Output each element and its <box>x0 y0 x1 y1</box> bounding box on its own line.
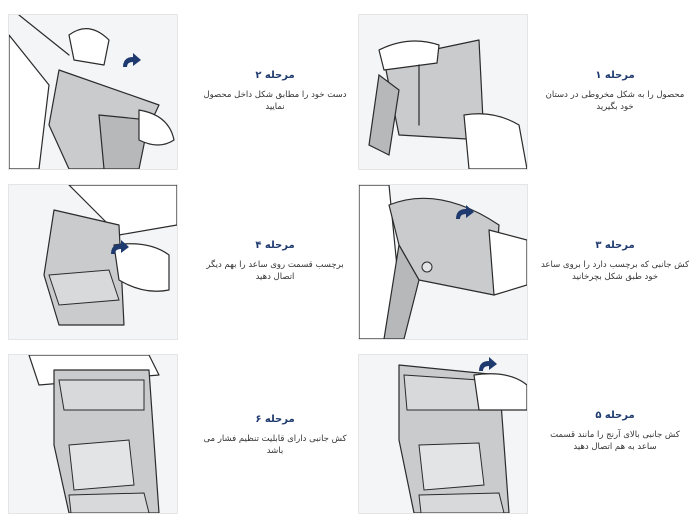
rotate-arrow-icon <box>456 205 474 219</box>
step-3-title: مرحله ۳ <box>595 240 635 251</box>
rotate-arrow-icon <box>479 357 497 371</box>
step-6-illustration <box>8 354 178 514</box>
step-1-caption: مرحله ۱ محصول را به شکل مخروطی در دستان … <box>540 70 690 114</box>
step-1-illustration <box>358 14 528 170</box>
step-5-illustration <box>358 354 528 514</box>
step-2-caption: مرحله ۲ دست خود را مطابق شکل داخل محصول … <box>200 70 350 114</box>
step-4-illustration <box>8 184 178 340</box>
step-6-text: کش جانبی دارای قابلیت تنظیم فشار می باشد <box>203 434 347 457</box>
step-2-illustration <box>8 14 178 170</box>
step-6-caption: مرحله ۶ کش جانبی دارای قابلیت تنظیم فشار… <box>200 414 350 458</box>
step-5-caption: مرحله ۵ کش جانبی بالای آرنج را مانند قسم… <box>540 410 690 454</box>
step-1-text: محصول را به شکل مخروطی در دستان خود بگیر… <box>545 90 685 113</box>
step-6-title: مرحله ۶ <box>255 414 295 425</box>
step-3-caption: مرحله ۳ کش جانبی که برچسب دارد را بروی س… <box>540 240 690 284</box>
rotate-arrow-icon <box>123 53 141 67</box>
step-3-illustration <box>358 184 528 340</box>
step-3-text: کش جانبی که برچسب دارد را بروی ساعد خود … <box>540 260 690 283</box>
rotate-arrow-icon <box>111 240 129 254</box>
step-1-title: مرحله ۱ <box>595 70 635 81</box>
step-2-text: دست خود را مطابق شکل داخل محصول نمایید <box>203 90 347 113</box>
step-4-title: مرحله ۴ <box>255 240 295 251</box>
step-4-caption: مرحله ۴ برچسب قسمت روی ساعد را بهم دیگر … <box>200 240 350 284</box>
step-2-title: مرحله ۲ <box>255 70 295 81</box>
step-5-title: مرحله ۵ <box>595 410 635 421</box>
step-5-text: کش جانبی بالای آرنج را مانند قسمت ساعد ب… <box>550 430 680 453</box>
step-4-text: برچسب قسمت روی ساعد را بهم دیگر اتصال ده… <box>206 260 344 283</box>
